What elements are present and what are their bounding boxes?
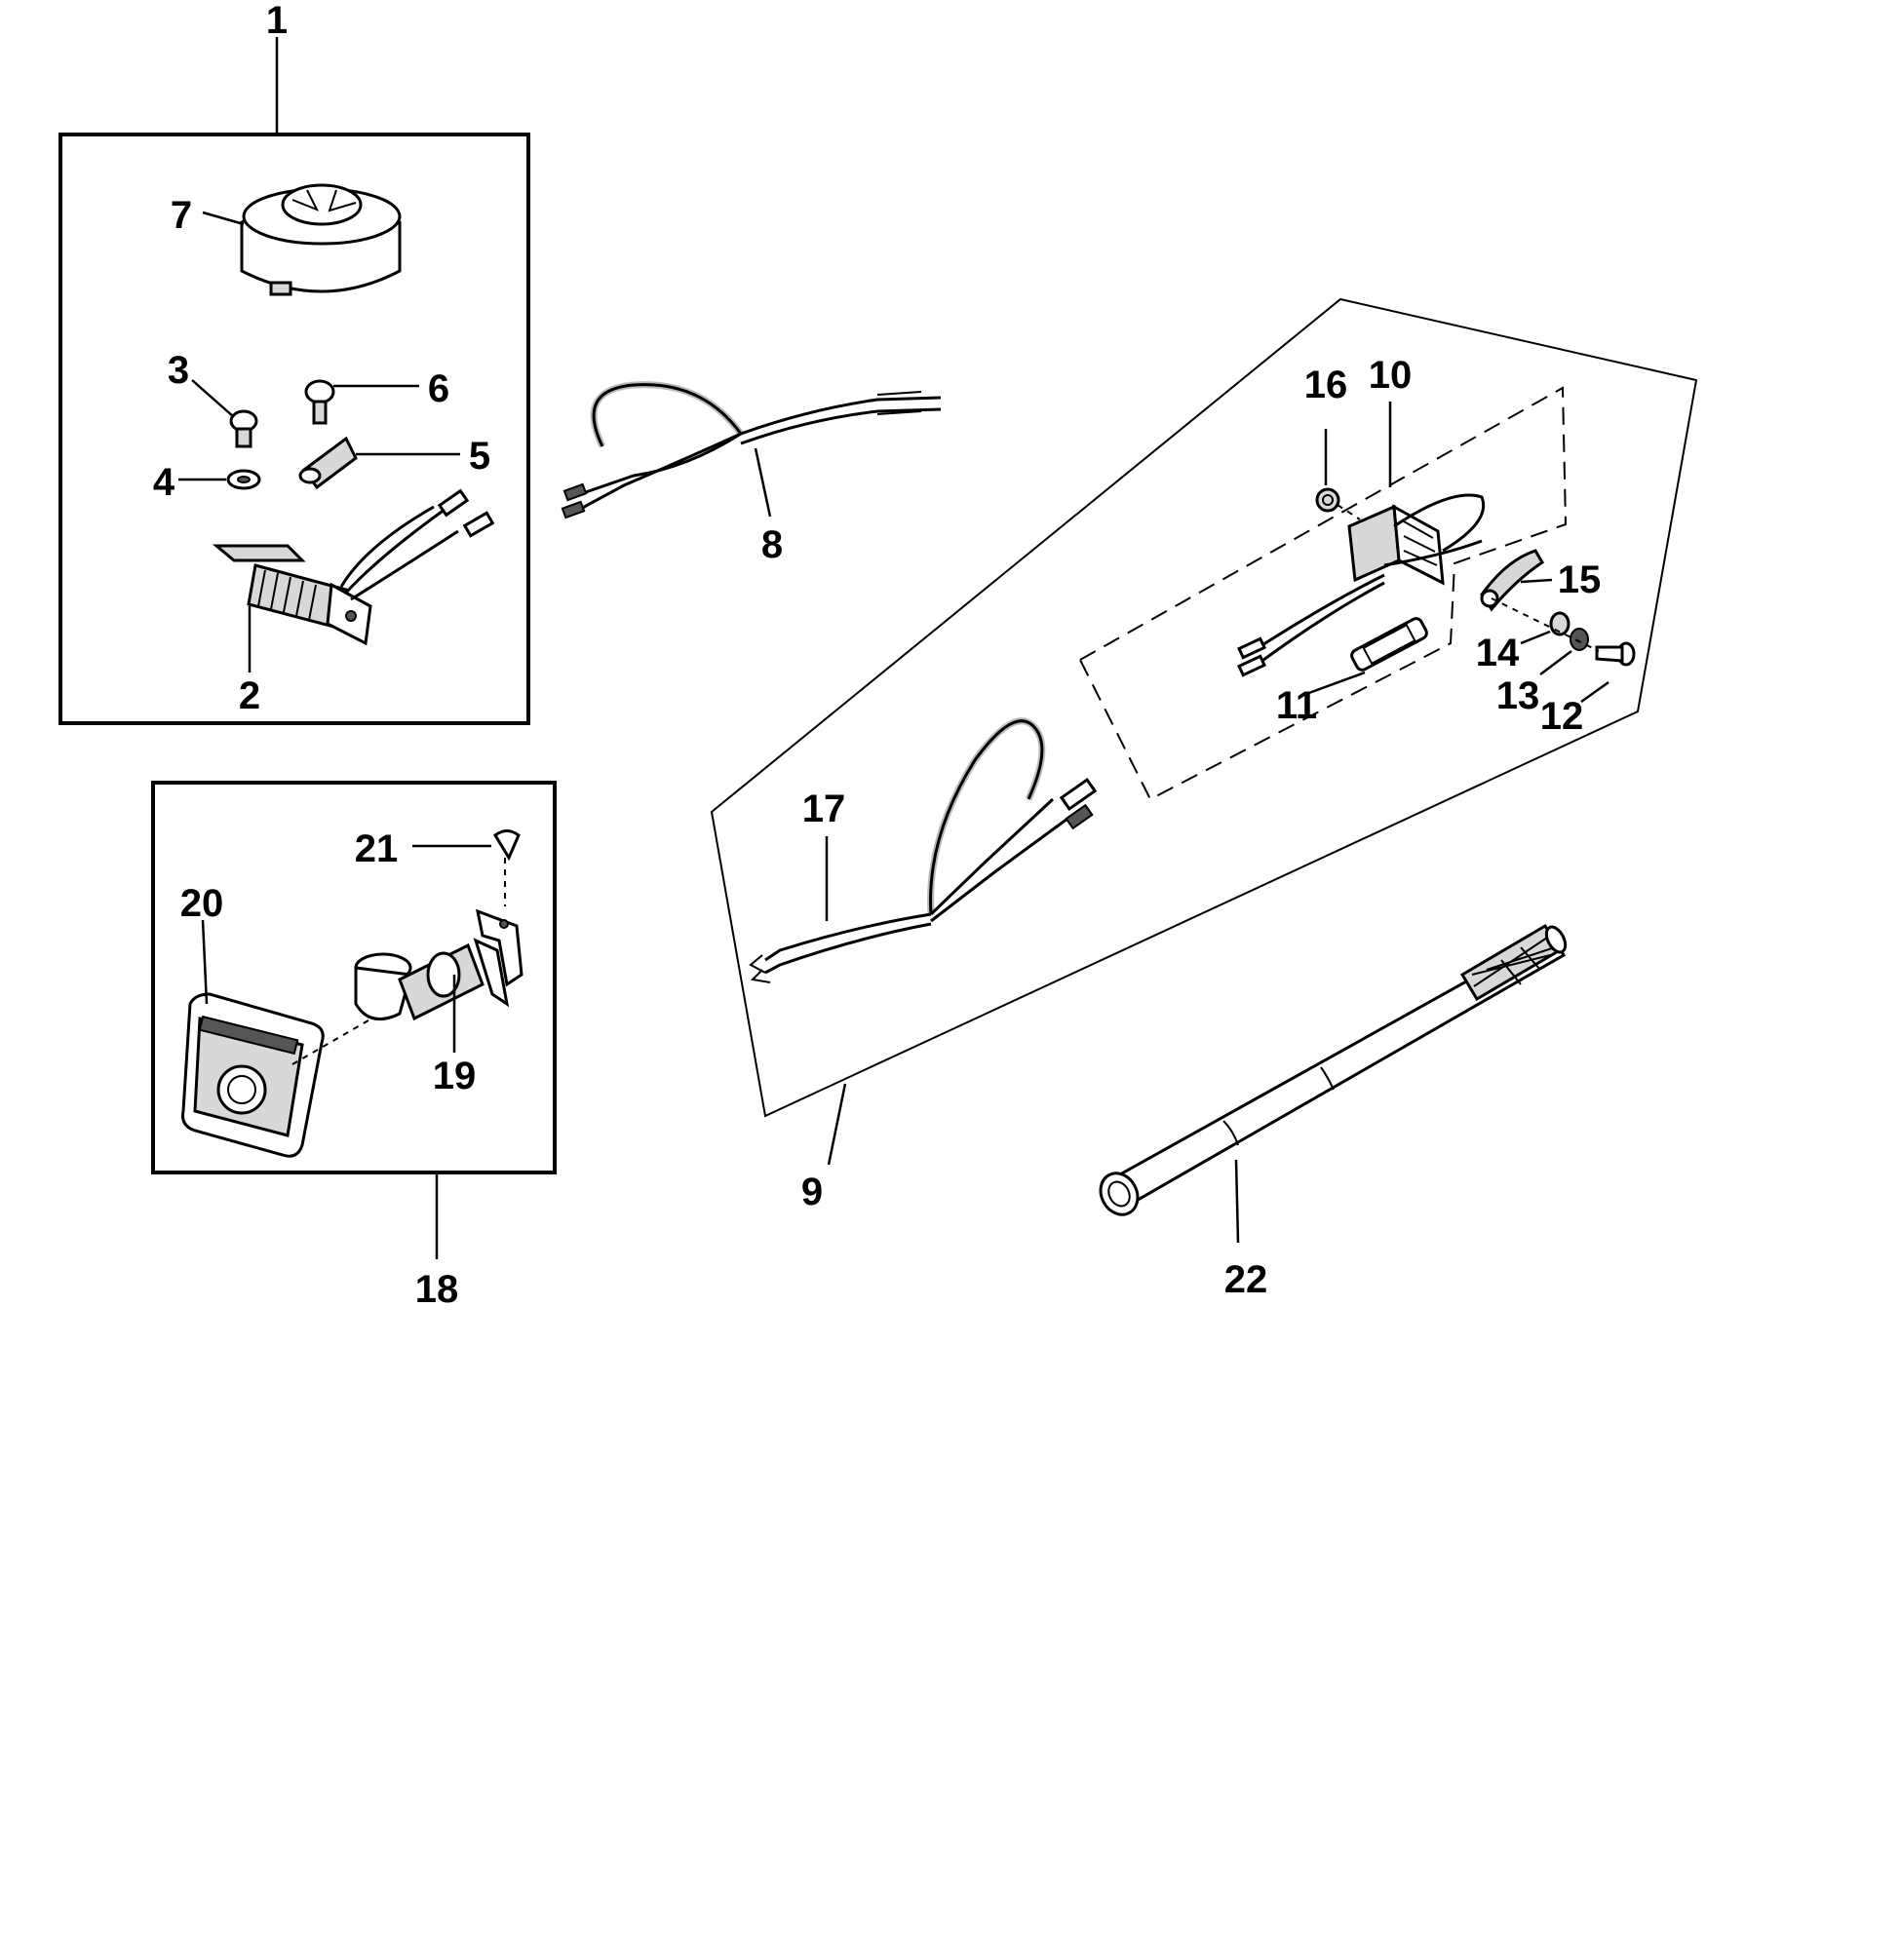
callout-8: 8 [761, 523, 783, 566]
part-22-tube [1099, 923, 1568, 1216]
part-15-clip [1480, 549, 1545, 612]
callout-10: 10 [1369, 354, 1413, 397]
callout-21: 21 [355, 827, 399, 870]
part-8-harness [561, 381, 942, 519]
callout-12: 12 [1540, 695, 1584, 738]
callout-3: 3 [168, 349, 189, 392]
callout-5: 5 [469, 435, 490, 478]
part-19-bracket [354, 908, 523, 1021]
kit-1-group [58, 37, 530, 725]
kit-1-frame [58, 133, 530, 725]
callout-14: 14 [1476, 632, 1520, 674]
callout-2: 2 [239, 674, 260, 717]
kit-18-group [151, 781, 557, 1259]
part-12-screw [1595, 641, 1636, 667]
kit-18-frame [151, 781, 557, 1174]
part-21-screw [493, 829, 521, 862]
part-7-cap [240, 183, 402, 296]
part-16-nut [1315, 487, 1340, 513]
part-3-bolt [229, 409, 258, 448]
callout-16: 16 [1304, 364, 1348, 406]
part-5-clamp [298, 436, 358, 490]
part-10-relay [1237, 493, 1485, 677]
callout-22: 22 [1224, 1258, 1268, 1301]
callout-18: 18 [415, 1268, 459, 1311]
callout-9: 9 [801, 1171, 823, 1213]
part-2-switch [212, 488, 495, 646]
callout-4: 4 [153, 461, 175, 504]
callout-17: 17 [802, 788, 846, 830]
kit-9-group [710, 297, 1698, 1166]
part-11-fuse [1350, 617, 1428, 672]
callout-11: 11 [1276, 684, 1317, 727]
callout-19: 19 [433, 1055, 477, 1097]
callout-7: 7 [171, 194, 192, 237]
part-20-plate [181, 992, 325, 1158]
callout-13: 13 [1496, 674, 1540, 717]
callout-6: 6 [428, 367, 449, 410]
part-17-harness [749, 717, 1098, 983]
callout-20: 20 [180, 882, 224, 925]
callout-1: 1 [266, 0, 288, 42]
part-6-screw [304, 379, 335, 425]
part-13-lockwasher [1570, 628, 1589, 651]
part-4-washer [226, 469, 261, 490]
callout-15: 15 [1558, 558, 1602, 601]
